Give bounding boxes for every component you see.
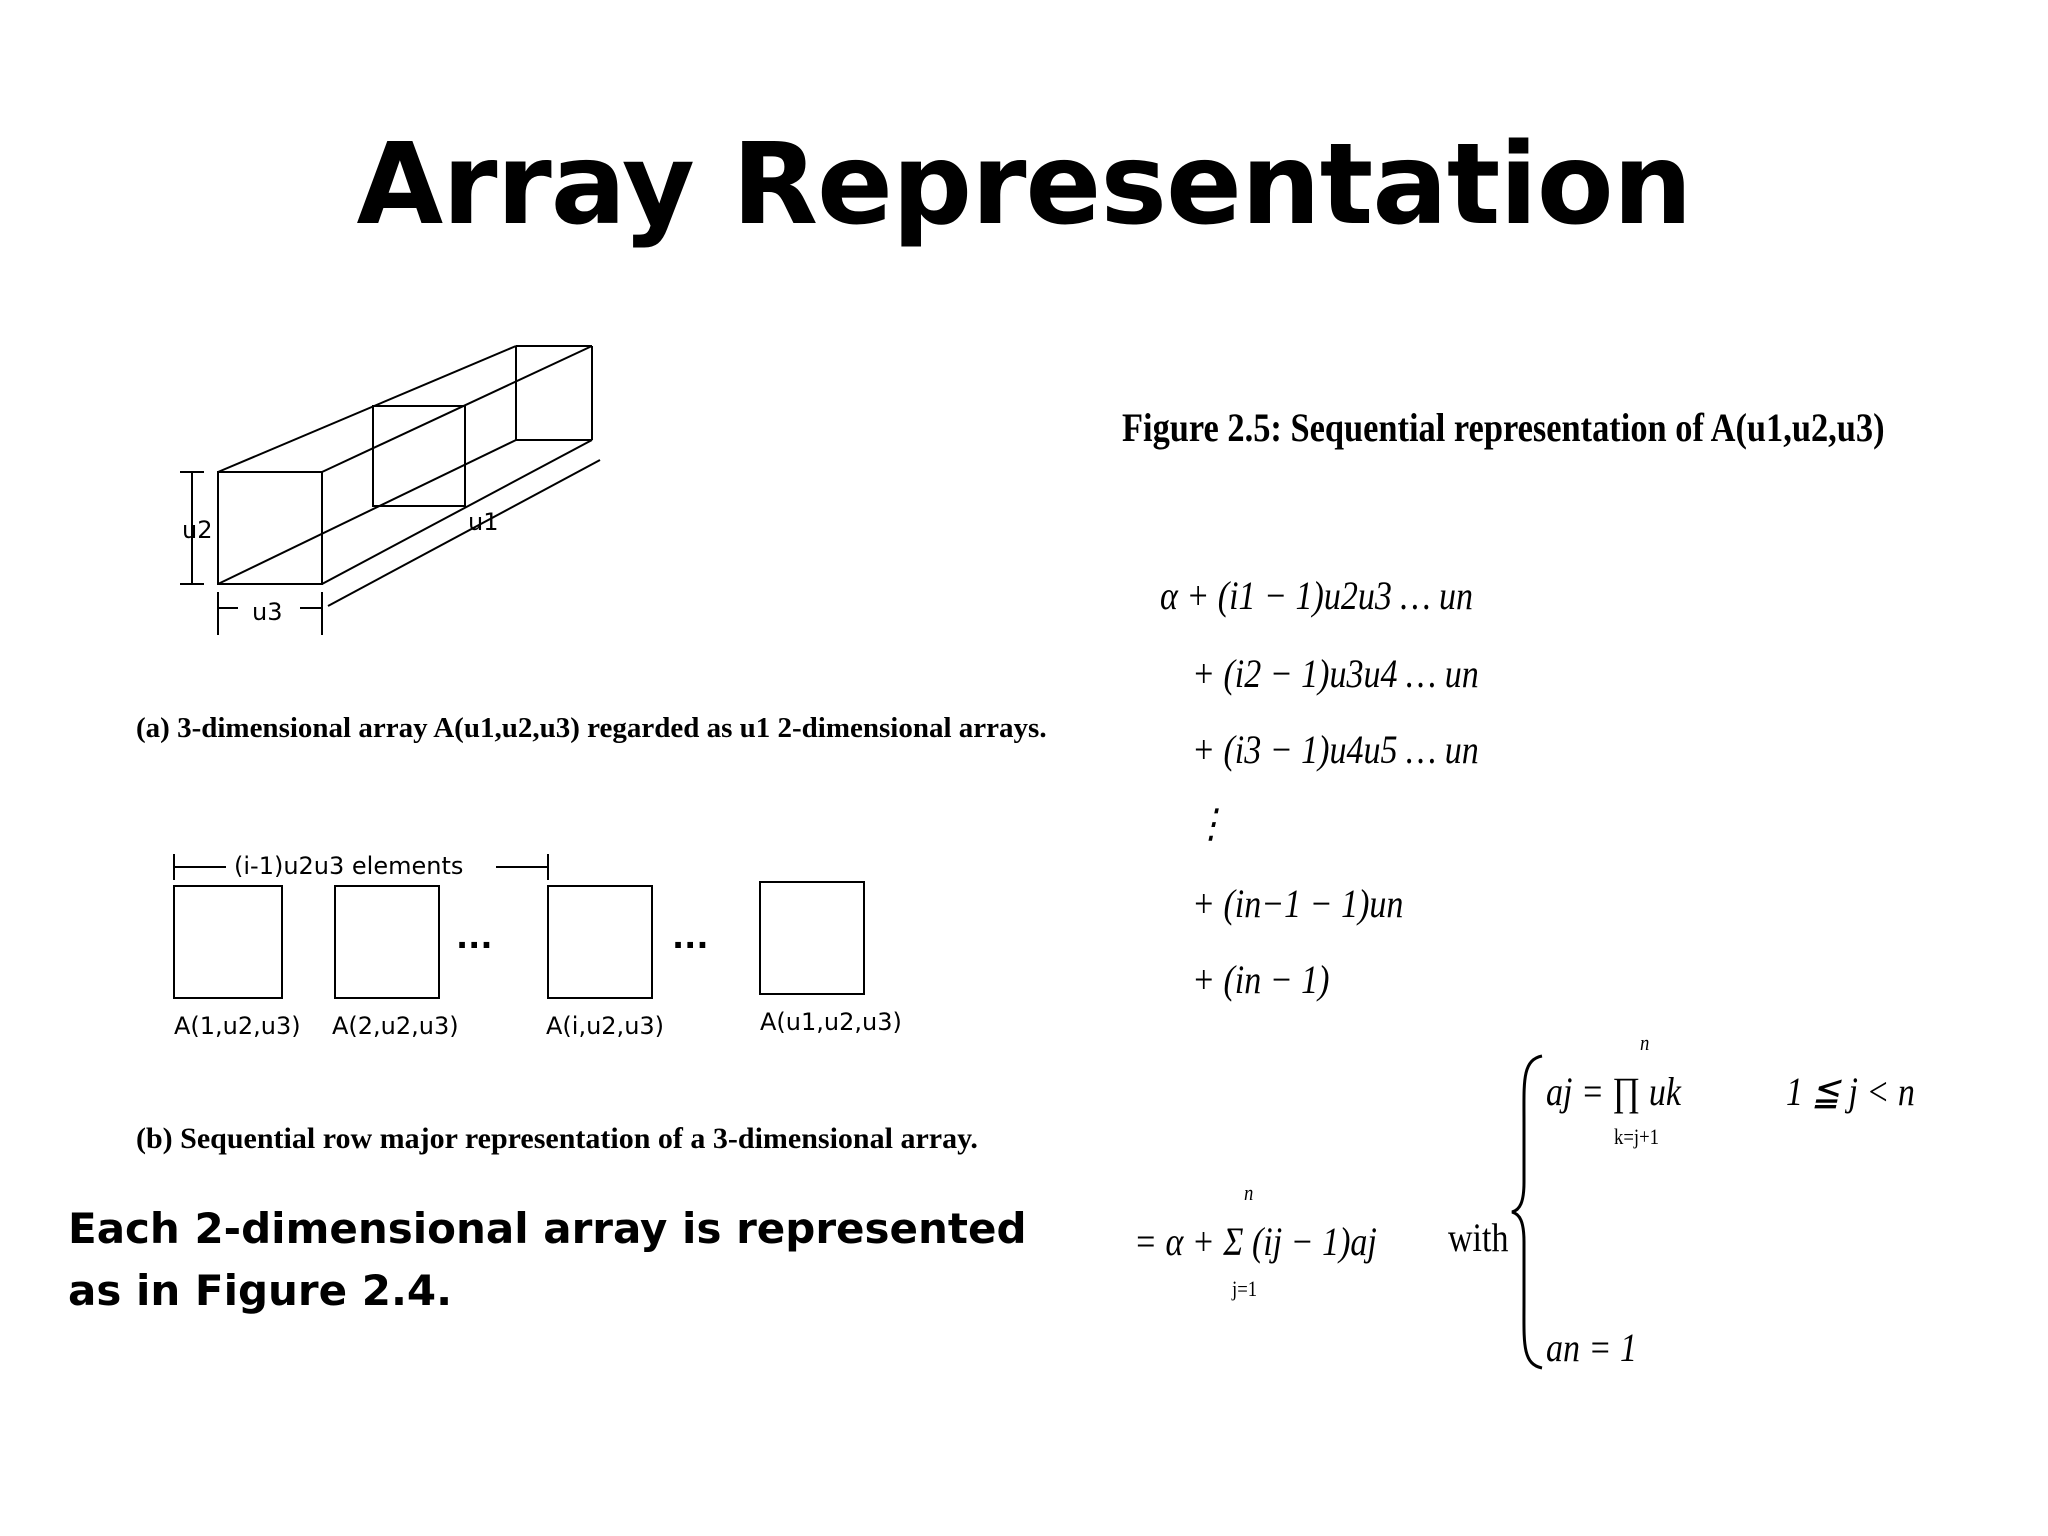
cell-label-1: A(1,u2,u3) bbox=[174, 1012, 301, 1040]
cell-box-2 bbox=[334, 885, 440, 999]
figure-a-caption: (a) 3-dimensional array A(u1,u2,u3) rega… bbox=[136, 712, 1047, 744]
equation-vdots: ⋮ bbox=[1194, 801, 1228, 846]
equation-line-6: + (in − 1) bbox=[1192, 957, 1330, 1002]
figure-note: Each 2-dimensional array is represented … bbox=[68, 1204, 1027, 1315]
u1-label: u1 bbox=[468, 508, 498, 536]
u3-label: u3 bbox=[252, 598, 282, 626]
figure-2-5-title: Figure 2.5: Sequential representation of… bbox=[1122, 405, 1885, 450]
slide-title: Array Representation bbox=[356, 120, 1693, 250]
figure-a-3d-array-diagram: u2 u3 u1 bbox=[180, 345, 601, 635]
cell-box-u1 bbox=[759, 881, 865, 995]
equation-line-1: α + (i1 − 1)u2u3 … un bbox=[1160, 573, 1474, 618]
u2-label: u2 bbox=[182, 516, 212, 544]
equation-line-2: + (i2 − 1)u3u4 … un bbox=[1192, 651, 1479, 696]
equation-line-5: + (in−1 − 1)un bbox=[1192, 881, 1404, 926]
sum-lower-limit: j=1 bbox=[1232, 1276, 1258, 1301]
cell-label-u1: A(u1,u2,u3) bbox=[760, 1008, 902, 1036]
figure-b-row-major-diagram: (i-1)u2u3 elements ... ... A(1,u2,u3) A(… bbox=[173, 852, 902, 1040]
ellipsis-2: ... bbox=[672, 918, 708, 956]
case1-condition: 1 ≦ j < n bbox=[1786, 1069, 1915, 1114]
case1-prod-lower: k=j+1 bbox=[1614, 1124, 1659, 1149]
brace-icon bbox=[1511, 1054, 1543, 1370]
equation-line-3: + (i3 − 1)u4u5 … un bbox=[1192, 727, 1479, 772]
cell-label-2: A(2,u2,u3) bbox=[332, 1012, 459, 1040]
case1-equation: aj = ∏ uk bbox=[1546, 1069, 1681, 1114]
cell-box-1 bbox=[173, 885, 283, 999]
ellipsis-1: ... bbox=[456, 918, 492, 956]
with-label: with bbox=[1448, 1215, 1509, 1260]
sum-expression: = α + Σ (ij − 1)aj bbox=[1134, 1219, 1377, 1264]
cell-box-i bbox=[547, 885, 653, 999]
cell-label-i: A(i,u2,u3) bbox=[546, 1012, 664, 1040]
span-label: (i-1)u2u3 elements bbox=[234, 852, 463, 880]
figure-b-caption: (b) Sequential row major representation … bbox=[136, 1122, 978, 1155]
sum-upper-limit: n bbox=[1244, 1180, 1254, 1205]
case1-prod-upper: n bbox=[1640, 1030, 1650, 1055]
case2-equation: an = 1 bbox=[1546, 1325, 1637, 1370]
